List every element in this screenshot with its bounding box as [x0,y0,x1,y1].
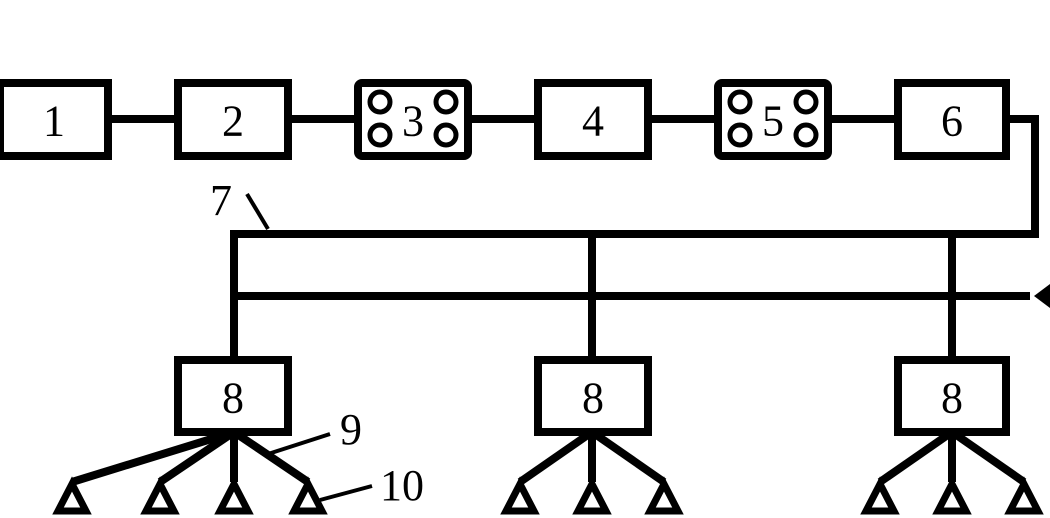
nozzle-leader-line [319,484,373,502]
branch-line [589,428,667,486]
box-5-roller-unit: 5 [714,79,832,160]
roller-icon [433,89,459,115]
nozzle-icon [1004,476,1044,515]
nozzle-icon [644,476,684,515]
nozzle-icon [860,476,900,515]
unit-right-label: 8 [941,374,963,423]
branch-leader-line [267,432,331,456]
box-1: 1 [0,79,112,160]
box-3-label: 3 [402,97,424,146]
roller-icon [727,122,753,148]
nozzle-icon [500,476,540,515]
nozzle-icon [140,476,180,515]
connector-6-down [1006,115,1039,234]
pipe-label: 7 [210,176,232,225]
branch-line [70,428,236,486]
branch-line [157,428,237,486]
nozzle-icon [214,476,254,515]
box-2: 2 [174,79,292,160]
unit-middle-label: 8 [582,374,604,423]
distribution-unit-middle: 8 [534,356,652,436]
roller-icon [727,89,753,115]
nozzle-label: 10 [380,461,424,510]
roller-icon [367,89,393,115]
unit-left-label: 8 [222,374,244,423]
branch-line [517,428,595,486]
branch-label: 9 [340,405,362,454]
roller-icon [793,122,819,148]
box-4-label: 4 [582,97,604,146]
box-6-label: 6 [941,97,963,146]
branch-line [877,428,955,486]
nozzle-icon [288,476,328,515]
distribution-unit-right: 8 [894,356,1010,436]
branch-line [949,428,1027,486]
pipe-leader-line [245,192,270,231]
nozzle-icon [52,476,92,515]
box-1-label: 1 [43,97,65,146]
box-2-label: 2 [222,97,244,146]
nozzle-icon [572,476,612,515]
roller-icon [433,122,459,148]
branches-left [52,428,328,515]
distribution-unit-left: 8 [174,356,292,436]
manifold [230,230,1050,360]
nozzle-icon [932,476,972,515]
branches-middle [500,428,684,515]
top-chain-connectors [108,115,1039,234]
box-3-roller-unit: 3 [354,79,472,160]
roller-icon [793,89,819,115]
branches-right [860,428,1044,515]
box-4: 4 [534,79,652,160]
roller-icon [367,122,393,148]
inlet-arrow [1034,284,1050,308]
branch-line [231,428,311,486]
box-5-label: 5 [762,97,784,146]
box-6: 6 [894,79,1010,160]
